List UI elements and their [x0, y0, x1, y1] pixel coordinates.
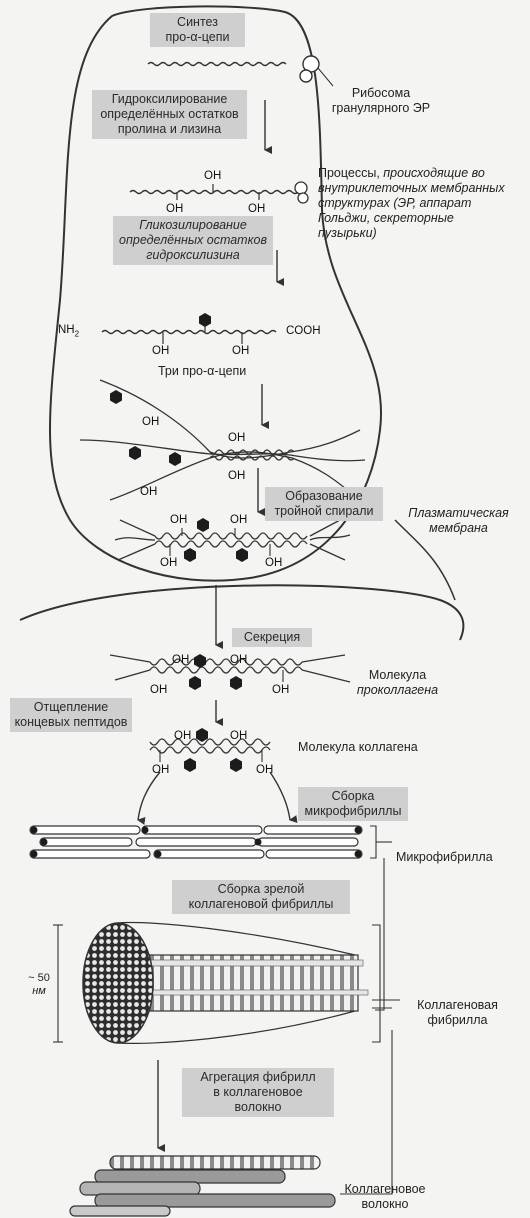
- nh2-text: NH: [58, 324, 75, 336]
- label-microfibril: Микрофибрилла: [396, 850, 493, 864]
- oh-label: OH: [160, 557, 178, 569]
- oh-label: OH: [232, 345, 250, 357]
- step-hydroxylation: Гидроксилирование определённых остатков …: [92, 90, 247, 139]
- sugar-hexagon: [199, 313, 211, 327]
- label-scale-unit: нм: [32, 985, 46, 997]
- collagen-fiber-bundle: [69, 1155, 336, 1217]
- label-processes-b: происходящие во: [383, 166, 485, 180]
- label-plasma-membrane: Плазматическая мембрана: [408, 506, 509, 535]
- label-procollagen-b: проколлагена: [356, 683, 439, 697]
- label-ribosome: Рибосома гранулярного ЭР: [331, 86, 431, 115]
- ribosome-icon-2: [294, 181, 309, 204]
- oh-label: OH: [228, 470, 246, 482]
- step-cleavage: Отщепление концевых пептидов: [10, 698, 132, 732]
- oh-label: OH: [142, 416, 160, 428]
- label-procollagen: Молекула проколлагена: [340, 668, 455, 698]
- oh-label: OH: [172, 654, 190, 666]
- microfibril-rods: [29, 825, 363, 859]
- oh-label: OH: [204, 170, 222, 182]
- oh-label: OH: [248, 203, 266, 215]
- plasma-membrane-line: [19, 584, 465, 641]
- label-processes: Процессы, происходящие во внутриклеточны…: [318, 166, 528, 241]
- oh-label: OH: [230, 514, 248, 526]
- ribosome-icon: [299, 55, 320, 83]
- step-synthesis: Синтез про-α-цепи: [150, 13, 245, 47]
- oh-label: OH: [272, 684, 290, 696]
- three-chains-group: [79, 379, 366, 501]
- label-collagen-fiber: Коллагеновое волокно: [344, 1182, 426, 1211]
- collagen-molecule: [149, 738, 271, 754]
- oh-label: OH: [152, 764, 170, 776]
- oh-label: OH: [230, 730, 248, 742]
- pro-alpha-chain-2: [129, 189, 305, 195]
- step-microfibril-assembly: Сборка микрофибриллы: [298, 787, 408, 821]
- oh-label: OH: [166, 203, 184, 215]
- oh-label: OH: [256, 764, 274, 776]
- pro-alpha-chain-3: [101, 329, 277, 335]
- oh-label: OH: [152, 345, 170, 357]
- label-collagen-molecule: Молекула коллагена: [298, 740, 418, 754]
- label-procollagen-a: Молекула: [368, 668, 427, 682]
- triple-helix: [114, 519, 351, 561]
- procollagen-molecule: [109, 654, 351, 683]
- oh-label: OH: [230, 654, 248, 666]
- label-scale: ~ 50 нм: [24, 972, 54, 998]
- oh-label: OH: [265, 557, 283, 569]
- nh2-label: NH2: [58, 324, 79, 338]
- label-processes-a: Процессы,: [318, 166, 384, 180]
- step-glycosylation: Гликозилирование определённых остатков г…: [113, 216, 273, 265]
- cooh-label: COOH: [286, 325, 321, 337]
- oh-label: OH: [150, 684, 168, 696]
- step-triple-helix: Образование тройной спирали: [265, 487, 383, 521]
- step-aggregation: Агрегация фибрилл в коллагеновое волокно: [182, 1068, 334, 1117]
- collagen-fibril-cylinder: [82, 921, 369, 1044]
- oh-label: OH: [228, 432, 246, 444]
- pro-alpha-chain-1: [147, 61, 287, 67]
- label-scale-value: ~ 50: [28, 972, 50, 984]
- oh-label: OH: [174, 730, 192, 742]
- step-secretion: Секреция: [232, 628, 312, 647]
- oh-label: OH: [140, 486, 158, 498]
- label-collagen-fibril: Коллагеновая фибрилла: [417, 998, 498, 1027]
- label-three-chains: Три про-α-цепи: [158, 364, 247, 378]
- step-fibril-assembly: Сборка зрелой коллагеновой фибриллы: [172, 880, 350, 914]
- oh-label: OH: [170, 514, 188, 526]
- nh2-sub: 2: [74, 329, 80, 339]
- cell-outline: [49, 5, 383, 582]
- label-processes-c: внутриклеточных мембранных структурах (Э…: [318, 181, 505, 240]
